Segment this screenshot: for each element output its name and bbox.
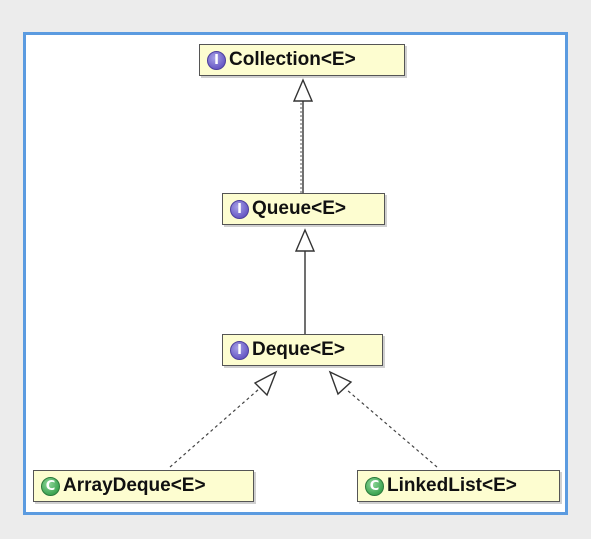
node-deque[interactable]: I Deque<E> [222,334,383,366]
node-linkedlist[interactable]: C LinkedList<E> [357,470,560,502]
node-arraydeque[interactable]: C ArrayDeque<E> [33,470,254,502]
node-collection[interactable]: I Collection<E> [199,44,405,76]
class-icon: C [365,476,384,496]
node-label: Deque<E> [252,339,345,360]
node-label: Collection<E> [229,49,356,70]
diagram-frame [23,32,568,515]
node-queue[interactable]: I Queue<E> [222,193,385,225]
class-icon: C [41,476,60,496]
interface-icon: I [230,340,249,360]
interface-icon: I [207,50,226,70]
node-label: Queue<E> [252,198,346,219]
interface-icon: I [230,199,249,219]
node-label: LinkedList<E> [387,475,517,496]
node-label: ArrayDeque<E> [63,475,206,496]
